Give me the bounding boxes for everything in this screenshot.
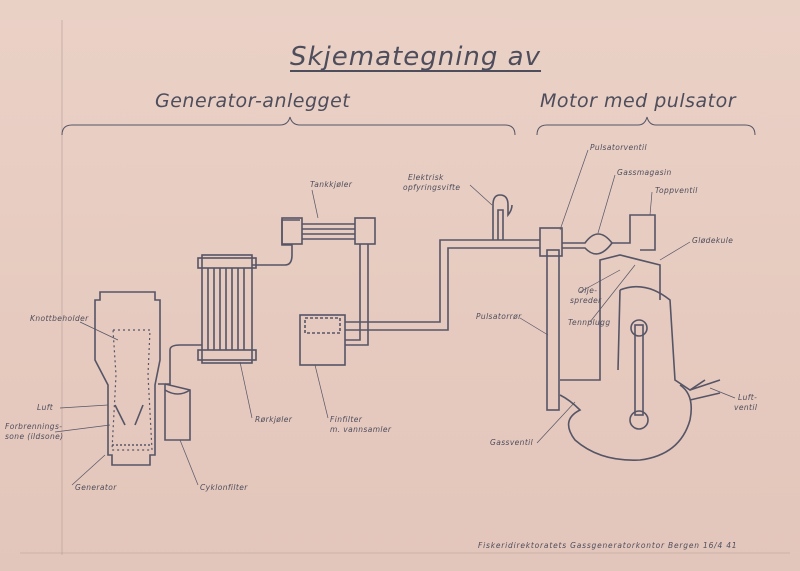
label-pulsatorventil: Pulsatorventil bbox=[590, 143, 647, 152]
section-title-motor: Motor med pulsator bbox=[540, 90, 737, 112]
footer-credit: Fiskeridirektoratets Gassgeneratorkontor… bbox=[478, 541, 738, 550]
generator-unit bbox=[94, 291, 161, 466]
label-forbrenning-2: sone (ildsone) bbox=[5, 432, 64, 441]
label-oljespreder-2: spreder bbox=[570, 296, 602, 305]
label-tankkjoler: Tankkjøler bbox=[310, 180, 353, 189]
label-oljespreder-1: Olje- bbox=[578, 286, 598, 295]
label-tennplugg: Tennplugg bbox=[568, 318, 611, 327]
label-knottbeholder: Knottbeholder bbox=[30, 314, 89, 323]
tank-cooler bbox=[252, 217, 376, 346]
fine-filter bbox=[299, 239, 540, 366]
drawing-title: Skjemategning av bbox=[290, 42, 542, 72]
label-finfilter-2: m. vannsamler bbox=[330, 425, 392, 434]
leader-lines bbox=[54, 149, 736, 486]
label-vifte-1: Elektrisk bbox=[408, 173, 444, 182]
label-luftventil-2: ventil bbox=[734, 403, 758, 412]
tube-cooler bbox=[197, 254, 257, 364]
label-glodekule: Glødekule bbox=[692, 236, 734, 245]
label-pulsatorror: Pulsatorrør bbox=[476, 312, 522, 321]
label-forbrenning-1: Forbrennings- bbox=[5, 422, 63, 431]
label-luft: Luft bbox=[37, 403, 54, 412]
label-generator: Generator bbox=[75, 483, 117, 492]
brace-motor bbox=[536, 116, 756, 136]
engine bbox=[539, 214, 721, 461]
label-gassventil: Gassventil bbox=[490, 438, 534, 447]
label-toppventil: Toppventil bbox=[655, 186, 698, 195]
label-rorkjoler: Rørkjøler bbox=[255, 415, 293, 424]
label-luftventil-1: Luft- bbox=[738, 393, 758, 402]
cyclone-filter bbox=[158, 344, 202, 441]
section-title-generator: Generator-anlegget bbox=[155, 90, 351, 112]
brace-generator bbox=[61, 116, 516, 136]
label-gassmagasin: Gassmagasin bbox=[617, 168, 672, 177]
label-finfilter-1: Finfilter bbox=[330, 415, 363, 424]
starting-fan bbox=[492, 194, 513, 240]
label-cyklonfilter: Cyklonfilter bbox=[200, 483, 248, 492]
label-vifte-2: opfyringsvifte bbox=[403, 183, 461, 192]
